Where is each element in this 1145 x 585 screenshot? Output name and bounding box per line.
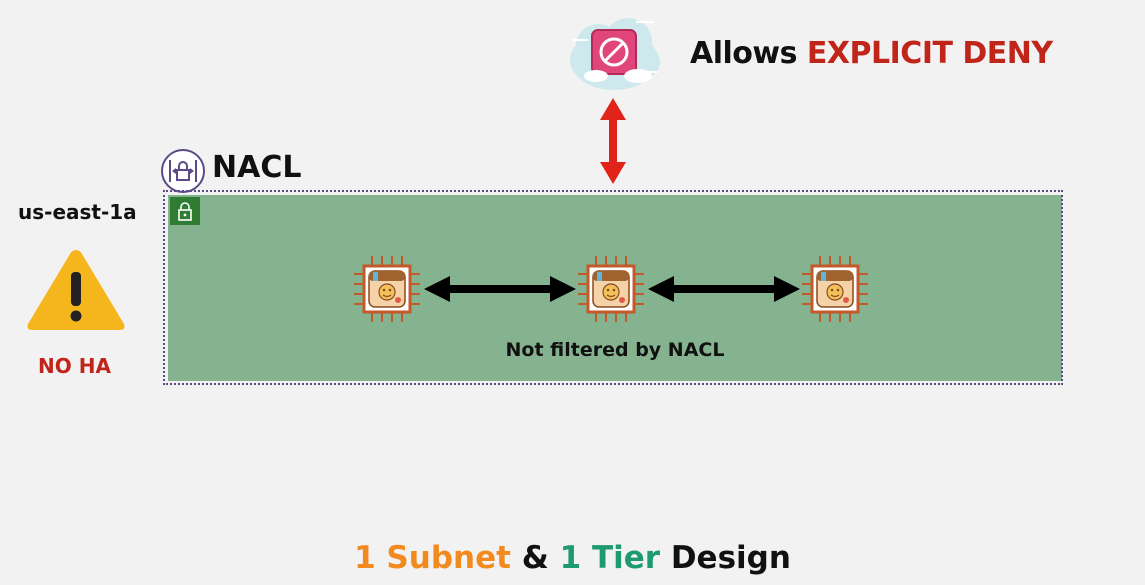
design-heading: 1 Subnet & 1 Tier Design xyxy=(0,540,1145,576)
subnet-caption: Not filtered by NACL xyxy=(505,339,725,361)
design-ampersand: & xyxy=(521,540,549,576)
double-arrow-vertical xyxy=(600,98,626,184)
deny-highlight: EXPLICIT DENY xyxy=(806,36,1053,71)
availability-zone-label: us-east-1a xyxy=(18,200,137,224)
deny-prefix: Allows xyxy=(690,36,797,71)
double-arrow-horizontal xyxy=(424,276,576,302)
ec2-instance-icon xyxy=(578,256,644,322)
lock-icon xyxy=(170,197,200,225)
design-word: Design xyxy=(670,540,791,576)
nacl-icon xyxy=(161,149,205,193)
explicit-deny-heading: Allows EXPLICIT DENY xyxy=(690,36,1053,71)
ec2-instance-icon xyxy=(802,256,868,322)
ec2-instance-icon xyxy=(354,256,420,322)
nacl-boundary xyxy=(163,190,1063,385)
block-cloud-icon xyxy=(570,18,660,90)
double-arrow-horizontal xyxy=(648,276,800,302)
no-ha-warning: NO HA xyxy=(38,354,111,378)
nacl-label: NACL xyxy=(212,150,302,185)
design-tier-count: 1 Tier xyxy=(559,540,661,576)
warning-icon xyxy=(27,250,125,330)
design-subnet-count: 1 Subnet xyxy=(354,540,511,576)
